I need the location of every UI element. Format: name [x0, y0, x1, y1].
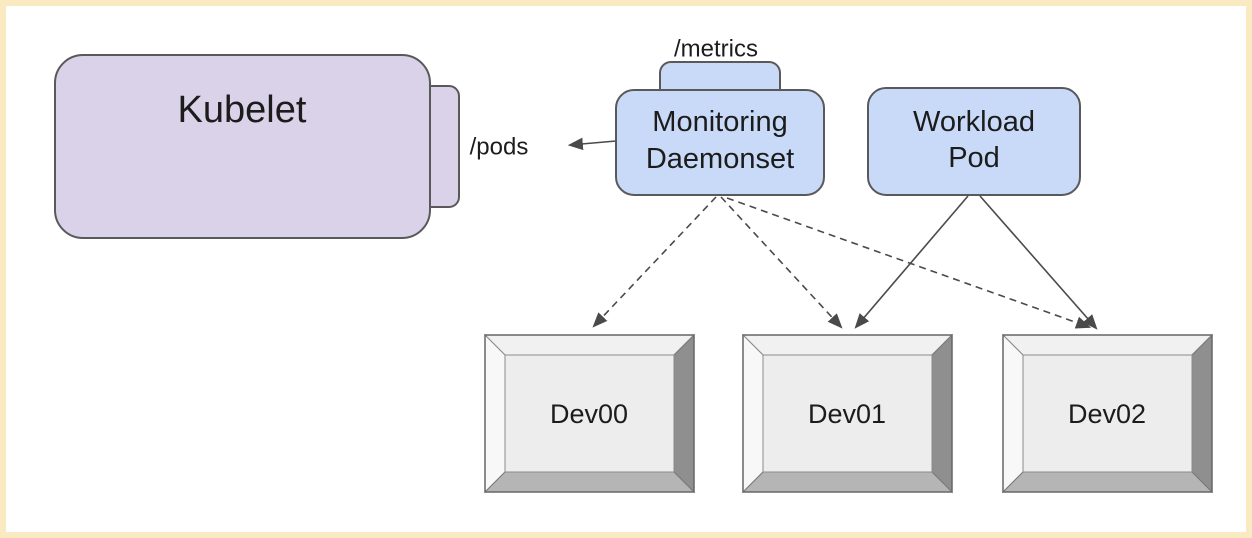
device-node-dev01: Dev01	[741, 333, 954, 494]
monitoring-daemonset-node: Monitoring Daemonset /metrics	[615, 36, 825, 196]
device-bevel-left	[742, 333, 764, 494]
device-bevel-right	[673, 333, 695, 494]
edge-workload-to-dev01	[854, 195, 969, 329]
device-face	[1022, 354, 1193, 473]
kubelet-label: Kubelet	[178, 89, 307, 131]
device-bevel-top	[1001, 334, 1214, 356]
device-bevel-top	[483, 334, 696, 356]
monitoring-label-line1: Monitoring	[652, 106, 787, 138]
device-bevel-right	[1191, 333, 1213, 494]
device-bevel-right	[931, 333, 953, 494]
device-label: Dev01	[808, 399, 886, 429]
edge-monitoring-to-dev01	[720, 196, 843, 329]
device-bevel-left	[484, 333, 506, 494]
edge-workload-to-dev02	[979, 195, 1098, 330]
workload-label-line1: Workload	[913, 106, 1035, 138]
device-face	[762, 354, 933, 473]
device-bevel-left	[1002, 333, 1024, 494]
workload-box	[867, 87, 1081, 196]
device-outline	[1002, 334, 1213, 493]
device-label: Dev00	[550, 399, 628, 429]
monitoring-box	[615, 89, 825, 196]
pods-endpoint-label: /pods	[470, 134, 529, 161]
edge-monitoring-to-dev00	[592, 196, 717, 328]
device-node-dev00: Dev00	[483, 333, 696, 494]
workload-pod-node: Workload Pod	[867, 87, 1081, 196]
device-outline	[484, 334, 695, 493]
device-bevel-bottom	[483, 471, 696, 493]
workload-label-line2: Pod	[948, 142, 1000, 174]
device-bevel-top	[741, 334, 954, 356]
device-node-dev02: Dev02	[1001, 333, 1214, 494]
device-label: Dev02	[1068, 399, 1146, 429]
monitoring-label-line2: Daemonset	[646, 143, 794, 175]
device-bevel-bottom	[1001, 471, 1214, 493]
edge-monitoring-to-pods	[567, 137, 617, 151]
device-face	[504, 354, 675, 473]
metrics-endpoint-label: /metrics	[674, 36, 758, 63]
edge-monitoring-to-dev02	[726, 197, 1092, 329]
device-bevel-bottom	[741, 471, 954, 493]
kubelet-node: Kubelet	[54, 54, 460, 239]
device-outline	[742, 334, 953, 493]
kubelet-box	[54, 54, 431, 239]
